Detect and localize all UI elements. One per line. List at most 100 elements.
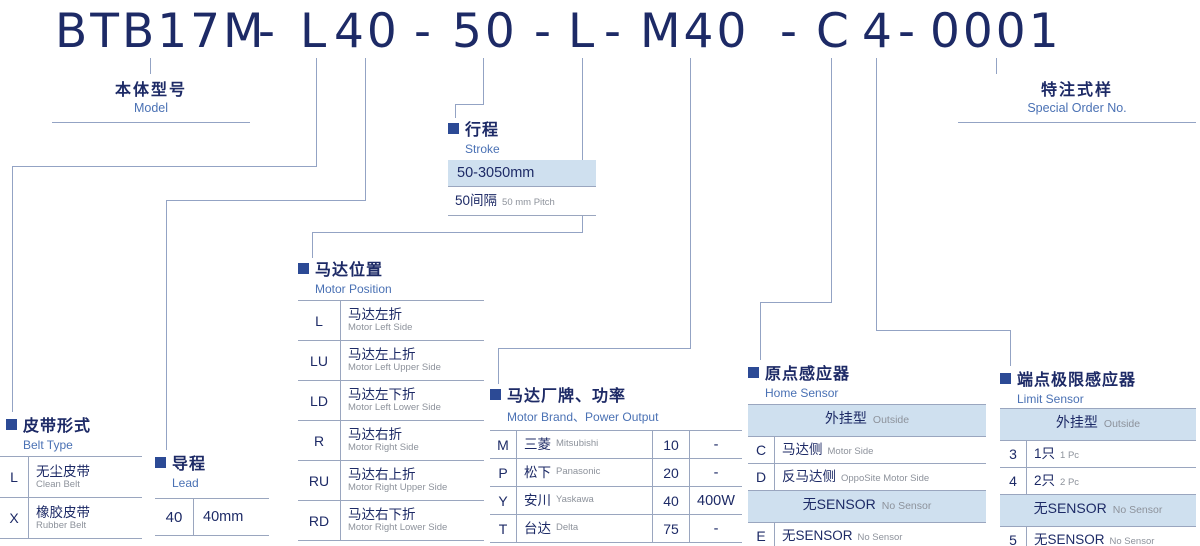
connector-line (12, 166, 13, 412)
square-bullet-icon (155, 456, 166, 468)
table-row: M 三菱 Mitsubishi 10 - (490, 431, 742, 459)
dash: - (604, 4, 624, 59)
table-row: LU 马达左上折 Motor Left Upper Side (298, 341, 484, 381)
section-belt-type: 皮带形式 Belt Type (6, 412, 91, 452)
row-code: C (748, 437, 775, 463)
connector-line (498, 348, 499, 384)
motor-position-table: L 马达左折 Motor Left Side LU 马达左上折 Motor Le… (298, 300, 484, 541)
connector-line (498, 348, 691, 349)
row-desc-zh: 马达左折 (348, 307, 402, 323)
connector-line (316, 58, 317, 166)
connector-line (166, 200, 167, 450)
table-row: L 马达左折 Motor Left Side (298, 301, 484, 341)
table-row: L 无尘皮带 Clean Belt (0, 457, 142, 498)
section-motor-brand: 马达厂牌、功率 Motor Brand、Power Output (490, 382, 658, 425)
motor-brand-title-en: Motor Brand、Power Output (507, 410, 659, 424)
row-power: 400W (697, 492, 735, 509)
row-code: D (748, 464, 775, 490)
table-row: D 反马达侧 OppoSite Motor Side (748, 464, 986, 491)
model-segment-body: BTB17M (55, 4, 267, 59)
table-row: T 台达 Delta 75 - (490, 515, 742, 543)
row-code: P (490, 459, 517, 486)
stroke-range: 50-3050mm (457, 165, 535, 181)
row-desc-en: Motor Right Side (348, 442, 419, 453)
special-order-label-zh: 特注式样 (1040, 82, 1113, 99)
row-code: Y (490, 487, 517, 514)
connector-line (760, 302, 832, 303)
group-header: 无SENSOR No Sensor (748, 491, 986, 523)
dash: - (414, 4, 434, 59)
table-row: X 橡胶皮带 Rubber Belt (0, 498, 142, 539)
table-row: RD 马达右下折 Motor Right Lower Side (298, 501, 484, 541)
table-row: 5 无SENSOR No Sensor (1000, 527, 1196, 546)
row-power-code: 75 (653, 515, 690, 542)
table-row: 4 2只 2 Pc (1000, 468, 1196, 495)
row-code: X (0, 498, 29, 538)
square-bullet-icon (748, 366, 759, 378)
row-brand: 台达 Delta (517, 515, 653, 542)
connector-line (996, 58, 997, 74)
row-brand: 安川 Yaskawa (517, 487, 653, 514)
row-desc-zh: 无尘皮带 (36, 463, 90, 479)
row-brand: 三菱 Mitsubishi (517, 431, 653, 458)
model-segment-special-order: 0001 (930, 4, 1062, 59)
connector-line (760, 302, 761, 360)
square-bullet-icon (448, 122, 459, 134)
special-order-label-en: Special Order No. (1027, 101, 1127, 115)
model-label-en: Model (133, 101, 169, 115)
home-sensor-title-en: Home Sensor (765, 386, 839, 400)
lead-title-en: Lead (172, 476, 199, 490)
row-code: L (298, 301, 341, 340)
lead-table: 40 40mm (155, 498, 269, 536)
motor-brand-table: M 三菱 Mitsubishi 10 - P 松下 Panasonic 20 -… (490, 430, 742, 543)
motor-position-title-en: Motor Position (315, 282, 392, 296)
model-segment-motor-position: L (568, 4, 598, 59)
row-desc-en: Motor Left Upper Side (348, 362, 441, 373)
connector-line (483, 58, 484, 104)
stroke-table: 50-3050mm 50间隔 50 mm Pitch (448, 160, 596, 216)
group-header: 外挂型 Outside (748, 405, 986, 437)
row-code: 3 (1000, 441, 1027, 467)
belt-type-title-en: Belt Type (23, 438, 73, 452)
connector-line (312, 232, 313, 258)
limit-sensor-title-zh: 端点极限感应器 (1017, 372, 1137, 389)
row-code: L (0, 457, 29, 497)
row-value: 40mm (203, 509, 244, 525)
row-code: 4 (1000, 468, 1027, 494)
table-row: R 马达右折 Motor Right Side (298, 421, 484, 461)
home-sensor-table: 外挂型 Outside C 马达侧 Motor Side D 反马达侧 Oppo… (748, 404, 986, 546)
stroke-title-zh: 行程 (465, 122, 500, 139)
group-header: 无SENSOR No Sensor (1000, 495, 1196, 527)
row-desc-en: Rubber Belt (36, 519, 87, 531)
row-desc-en: Motor Right Upper Side (348, 482, 448, 493)
connector-line (876, 330, 1011, 331)
model-label: 本体型号 Model (52, 76, 250, 123)
connector-line (12, 166, 317, 167)
lead-title-zh: 导程 (172, 456, 207, 473)
table-row: C 马达侧 Motor Side (748, 437, 986, 464)
table-row: E 无SENSOR No Sensor (748, 523, 986, 546)
table-row: 3 1只 1 Pc (1000, 441, 1196, 468)
stroke-title-en: Stroke (465, 142, 500, 156)
stroke-pitch-en: 50 mm Pitch (502, 197, 555, 209)
connector-line (831, 58, 832, 302)
model-segment-home-sensor: C (816, 4, 852, 59)
row-code: LU (298, 341, 341, 380)
row-power: - (713, 520, 719, 537)
limit-sensor-title-en: Limit Sensor (1017, 392, 1084, 406)
group-header: 外挂型 Outside (1000, 409, 1196, 441)
row-desc-zh: 马达右上折 (348, 467, 416, 483)
connector-line (166, 200, 366, 201)
connector-line (455, 104, 484, 105)
row-code: T (490, 515, 517, 542)
row-desc-en: Motor Left Lower Side (348, 402, 441, 413)
dash: - (258, 4, 278, 59)
motor-brand-title-zh: 马达厂牌、功率 (507, 388, 627, 405)
row-brand: 松下 Panasonic (517, 459, 653, 486)
stroke-pitch-zh: 50间隔 (455, 193, 498, 209)
model-segment-lead: 40 (334, 4, 400, 59)
row-desc-zh: 橡胶皮带 (36, 504, 90, 520)
row-power-code: 40 (653, 487, 690, 514)
row-desc-en: Motor Right Lower Side (348, 522, 448, 533)
model-label-zh: 本体型号 (114, 82, 187, 99)
